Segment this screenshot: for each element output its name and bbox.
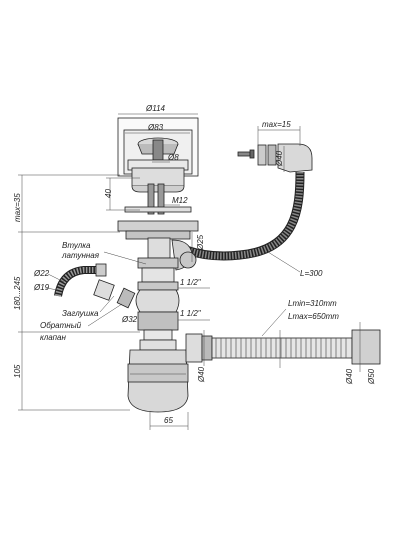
label-plug: Заглушка [62,309,99,318]
dim-d40-hose: Ø40 [345,368,354,385]
dim-h40: 40 [104,189,113,198]
sink-strainer [117,117,199,240]
elbow-fitting [54,263,107,297]
label-bushing-1: Втулка [62,241,91,250]
dim-d40-trap: Ø40 [197,366,206,383]
dim-lmin: Lmin=310mm [288,299,337,308]
corrugated-overflow-hose [184,171,305,273]
dim-d19: Ø19 [33,283,50,292]
dim-h180-245: 180...245 [13,276,22,310]
dim-max35: max=35 [13,193,22,222]
dim-d50: Ø50 [367,368,376,385]
dim-d22: Ø22 [33,269,50,278]
trap-outlet [185,333,213,363]
overflow-unit [237,126,313,173]
dim-lmax: Lmax=650mm [288,312,339,321]
label-valve-2: клапан [40,333,67,342]
siphon-body [135,237,197,341]
corrugated-drain-hose [211,322,381,372]
dim-lines-top [18,113,198,240]
dim-d25: Ø25 [196,234,205,251]
dim-m12: M12 [172,196,188,205]
dim-d83: Ø83 [147,123,164,132]
dim-d40-overflow: Ø40 [275,150,284,167]
plug-nut [93,279,115,301]
dim-d8: Ø8 [167,153,179,162]
dim-l300: L=300 [300,269,323,278]
dim-d32: Ø32 [121,315,138,324]
label-valve-1: Обратный [40,321,82,330]
dim-thread-upper: 1 1/2" [180,278,202,287]
label-bushing-2: латунная [61,251,100,260]
dim-w65: 65 [164,416,173,425]
dim-d114: Ø114 [145,104,166,113]
bottle-trap [127,339,189,413]
check-valve [116,287,136,309]
dim-max15: max=15 [262,120,291,129]
dim-h105: 105 [13,364,22,378]
dim-thread-lower: 1 1/2" [180,309,202,318]
